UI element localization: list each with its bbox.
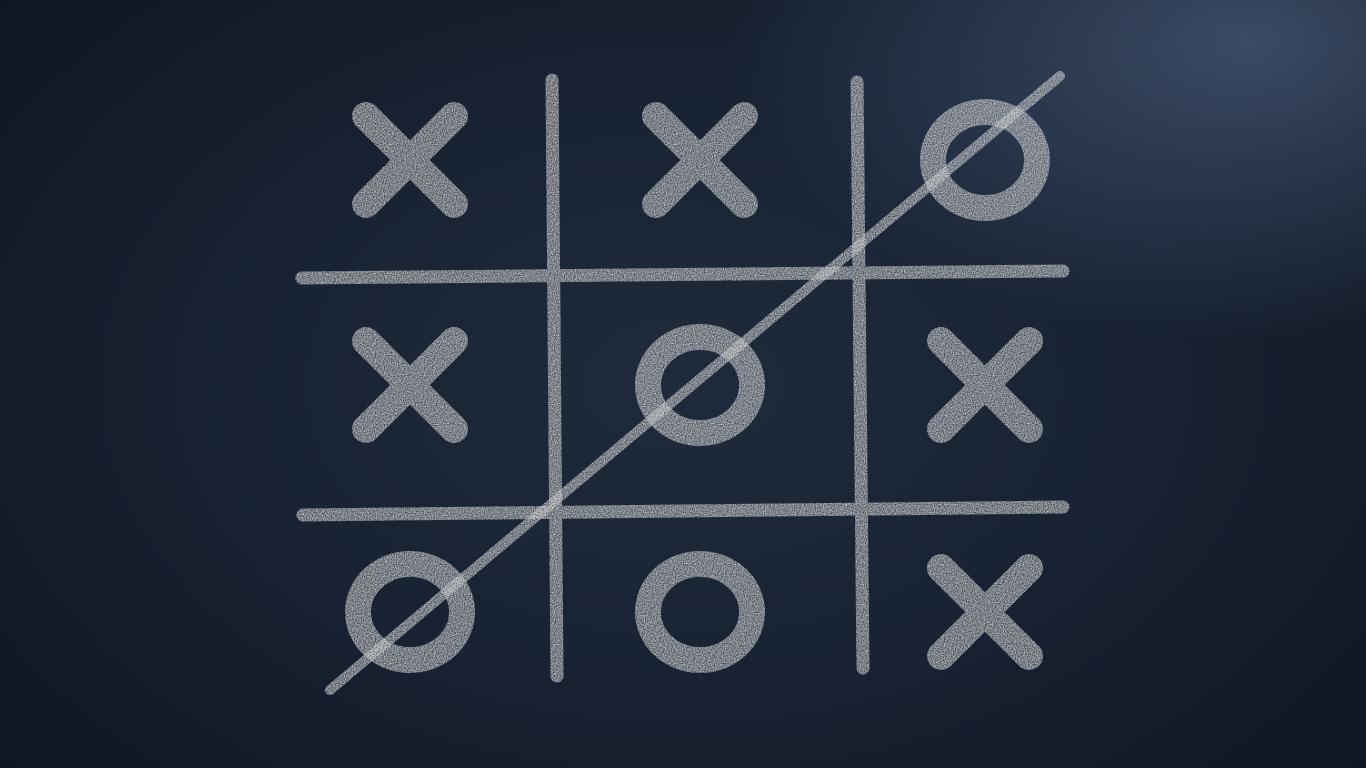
o-ring (345, 551, 475, 673)
grid-horizontal-line-top (295, 264, 1070, 285)
board-grid (295, 73, 1070, 683)
board-marks (345, 99, 1050, 673)
cell-1-1-o-mark (635, 324, 765, 446)
x-stroke (352, 102, 468, 218)
cell-0-0-x-mark (352, 102, 468, 218)
o-ring (635, 551, 765, 673)
cell-1-2-x-mark (927, 327, 1043, 443)
grid-vertical-line-right (850, 75, 870, 675)
o-ring (920, 99, 1050, 221)
x-stroke (927, 327, 1043, 443)
winning-line (325, 71, 1065, 695)
grid-vertical-line-left (545, 73, 564, 683)
cell-0-2-o-mark (920, 99, 1050, 221)
cell-2-0-o-mark (345, 551, 475, 673)
o-ring (635, 324, 765, 446)
cell-1-0-x-mark (352, 327, 468, 443)
x-stroke (352, 327, 468, 443)
grid-horizontal-line-bottom (296, 500, 1070, 522)
x-stroke (642, 102, 758, 218)
winning-strike-line (325, 71, 1065, 695)
cell-2-2-x-mark (927, 554, 1043, 670)
cell-2-1-o-mark (635, 551, 765, 673)
cell-0-1-x-mark (642, 102, 758, 218)
x-stroke (927, 554, 1043, 670)
